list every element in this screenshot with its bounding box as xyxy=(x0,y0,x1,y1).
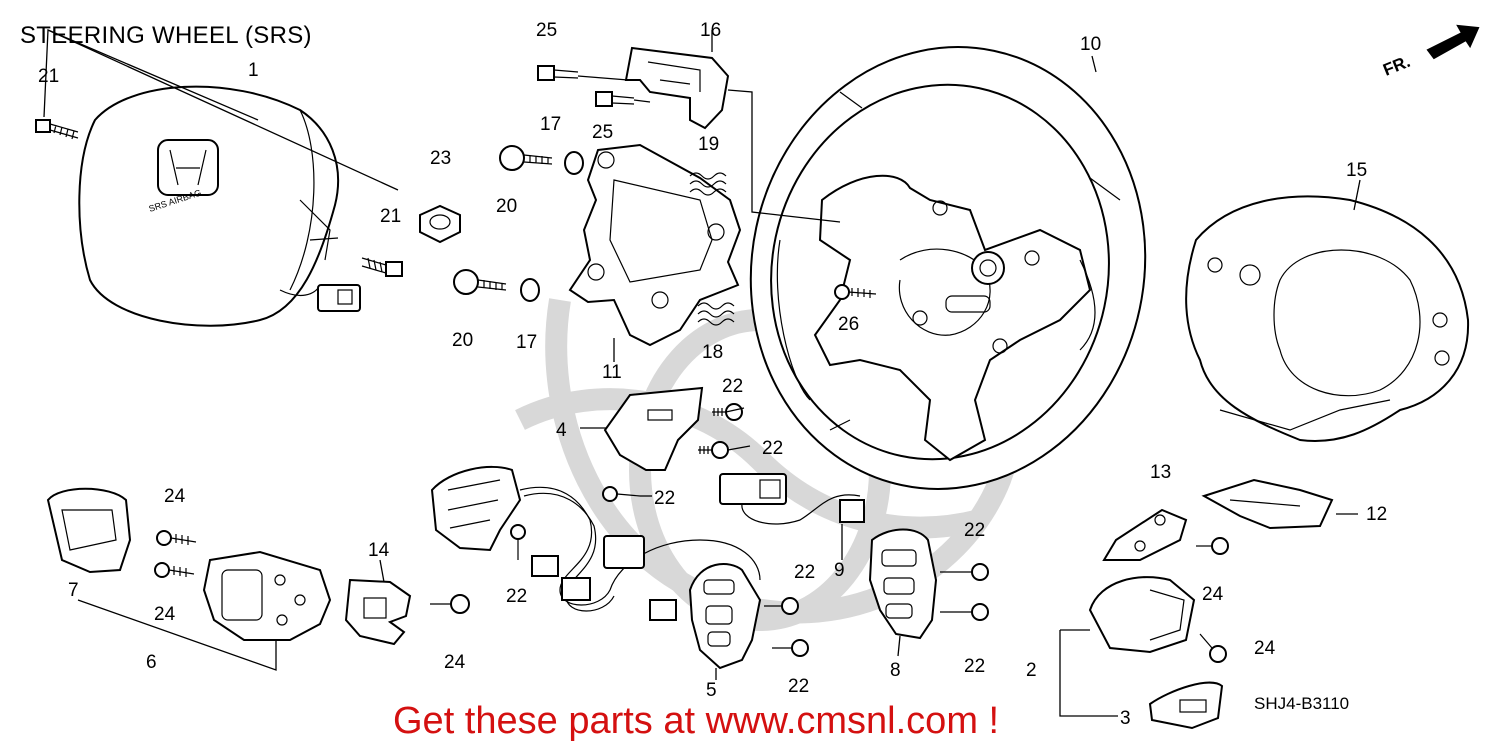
callout-24-e: 24 xyxy=(1254,638,1276,659)
switch-harness xyxy=(430,466,761,621)
callout-24-d: 24 xyxy=(1202,584,1224,605)
callout-10: 10 xyxy=(1080,34,1101,55)
callout-22-h: 22 xyxy=(964,656,985,677)
bolt-20-upper xyxy=(499,145,553,171)
callout-24-b: 24 xyxy=(154,604,176,625)
leader-16-to-wheel xyxy=(727,89,841,223)
screw-22-f xyxy=(772,639,809,657)
leader-15 xyxy=(1353,179,1361,211)
callout-22-a: 22 xyxy=(722,376,743,397)
callout-8: 8 xyxy=(890,660,901,681)
switch-8 xyxy=(868,528,938,640)
diagram-title: STEERING WHEEL (SRS) xyxy=(20,22,312,49)
callout-15: 15 xyxy=(1346,160,1367,181)
promo-link-text[interactable]: Get these parts at www.cmsnl.com ! xyxy=(393,700,1000,742)
callout-25-a: 25 xyxy=(536,20,557,41)
callout-1: 1 xyxy=(248,60,259,81)
callout-14: 14 xyxy=(368,540,390,561)
switch-2 xyxy=(1088,576,1196,654)
leader-10 xyxy=(1091,55,1097,73)
springs-19 xyxy=(689,172,727,196)
callout-5: 5 xyxy=(706,680,717,701)
screw-25-lower xyxy=(595,91,635,107)
callout-22-c: 22 xyxy=(654,488,675,509)
screw-22-h xyxy=(940,603,989,621)
callout-17-a: 17 xyxy=(540,114,561,135)
callout-24-a: 24 xyxy=(164,486,186,507)
springs-18 xyxy=(697,302,735,326)
bracket-16 xyxy=(624,46,730,130)
callout-21-b: 21 xyxy=(380,206,401,227)
callout-25-b: 25 xyxy=(592,122,613,143)
airbag-module: SRS AIRBAG xyxy=(78,85,361,327)
front-direction-arrow: FR. xyxy=(1380,24,1480,80)
switch-cover-7 xyxy=(46,487,132,574)
callout-20-a: 20 xyxy=(496,196,517,217)
callout-7: 7 xyxy=(68,580,79,601)
bolt-20-lower xyxy=(453,269,507,295)
washer-17-upper xyxy=(564,151,584,175)
screw-24-a xyxy=(156,530,197,546)
callout-22-d: 22 xyxy=(506,586,527,607)
callout-20-b: 20 xyxy=(452,330,473,351)
callout-4: 4 xyxy=(556,420,567,441)
callout-6: 6 xyxy=(146,652,157,673)
cover-12 xyxy=(1201,478,1334,530)
screw-24-e xyxy=(1199,633,1227,663)
switch-cover-4 xyxy=(603,386,704,471)
screw-22-d xyxy=(510,524,526,560)
screw-22-b xyxy=(698,441,729,459)
washer-17-lower xyxy=(520,278,540,302)
leader-2-3 xyxy=(1059,629,1118,717)
callout-23: 23 xyxy=(430,148,451,169)
callout-21-a: 21 xyxy=(38,66,59,87)
bolt-21-left xyxy=(35,119,79,140)
screw-26 xyxy=(834,284,877,300)
screw-24-c xyxy=(430,594,470,614)
steering-wheel-10 xyxy=(749,46,1147,490)
connector-9 xyxy=(719,473,865,525)
callout-19: 19 xyxy=(698,134,719,155)
callout-9: 9 xyxy=(834,560,845,581)
callout-22-b: 22 xyxy=(762,438,783,459)
bracket-13 xyxy=(1102,508,1188,561)
screw-25-upper xyxy=(537,65,579,81)
callout-26: 26 xyxy=(838,314,859,335)
bracket-14 xyxy=(344,578,412,646)
callout-labels: 21 1 21 23 20 17 25 25 16 17 19 20 11 18… xyxy=(38,20,1387,729)
nut-23 xyxy=(419,204,461,244)
callout-11: 11 xyxy=(602,362,622,383)
bolt-21-right xyxy=(361,257,403,277)
fr-label: FR. xyxy=(1380,52,1413,80)
leader-22-cover xyxy=(725,407,751,451)
callout-24-c: 24 xyxy=(444,652,466,673)
screw-22-g xyxy=(940,563,989,581)
callout-3: 3 xyxy=(1120,708,1131,729)
switch-body-6 xyxy=(202,550,332,641)
leader-8 xyxy=(897,635,901,657)
callout-2: 2 xyxy=(1026,660,1037,681)
callout-22-e: 22 xyxy=(794,562,815,583)
callout-22-g: 22 xyxy=(964,520,985,541)
callout-16: 16 xyxy=(700,20,721,41)
callout-13: 13 xyxy=(1150,462,1171,483)
leader-14 xyxy=(379,559,385,583)
drawing-reference-code: SHJ4-B3110 xyxy=(1254,694,1350,713)
leader-1 xyxy=(47,29,259,121)
screw-24-b xyxy=(154,562,195,578)
cancel-frame-11 xyxy=(568,143,742,347)
callout-17-b: 17 xyxy=(516,332,537,353)
screw-22-c xyxy=(602,486,641,502)
callout-18: 18 xyxy=(702,342,723,363)
rear-cover-15 xyxy=(1185,195,1470,442)
leader-25 xyxy=(577,75,651,103)
callout-12: 12 xyxy=(1366,504,1387,525)
switch-5 xyxy=(688,563,762,670)
cover-3 xyxy=(1148,681,1224,730)
callout-22-f: 22 xyxy=(788,676,809,697)
screw-24-d xyxy=(1196,537,1229,555)
screw-22-e xyxy=(764,597,799,615)
